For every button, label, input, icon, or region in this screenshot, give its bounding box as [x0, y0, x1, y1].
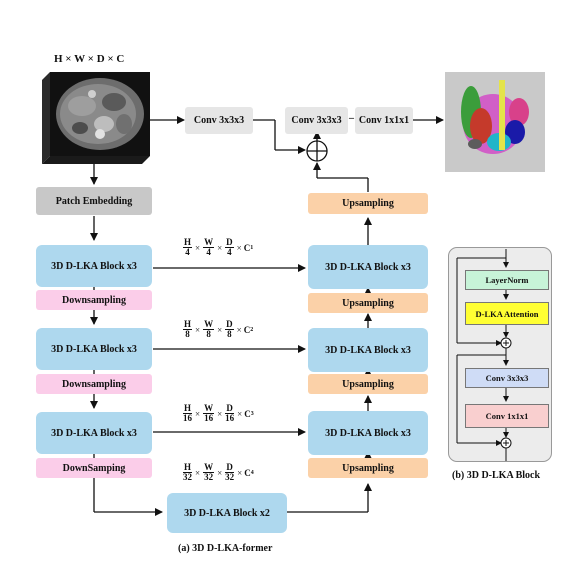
downsampling-2: Downsampling	[36, 374, 152, 394]
conv-1x1x1-top: Conv 1x1x1	[355, 107, 413, 134]
layernorm-box: LayerNorm	[465, 270, 549, 290]
encoder-block-1: 3D D-LKA Block x3	[36, 245, 152, 287]
downsampling-1: Downsampling	[36, 290, 152, 310]
dlka-attention-box: D-LKA Attention	[465, 302, 549, 325]
sum-node	[306, 140, 328, 162]
ct-scan-image	[42, 72, 150, 164]
panel-wires	[456, 249, 512, 461]
panel-conv-3x3x3: Conv 3x3x3	[465, 368, 549, 388]
panel-conv-1x1x1: Conv 1x1x1	[465, 404, 549, 428]
encoder-block-2: 3D D-LKA Block x3	[36, 328, 152, 370]
panel-sum-node-2	[500, 437, 512, 449]
decoder-block-3: 3D D-LKA Block x3	[308, 411, 428, 455]
upsampling-2: Upsampling	[308, 374, 428, 394]
downsampling-3: DownSamping	[36, 458, 152, 478]
caption-a: (a) 3D D-LKA-former	[178, 543, 273, 554]
conv-dash: –	[349, 113, 354, 124]
dlka-block-panel: LayerNorm D-LKA Attention Conv 3x3x3 Con…	[448, 247, 552, 462]
bottleneck-block: 3D D-LKA Block x2	[167, 493, 287, 533]
panel-sum-node-1	[500, 337, 512, 349]
decoder-block-1: 3D D-LKA Block x3	[308, 245, 428, 289]
segmentation-render-image	[445, 72, 545, 172]
upsampling-1: Upsampling	[308, 293, 428, 313]
decoder-block-2: 3D D-LKA Block x3	[308, 328, 428, 372]
conv-3x3x3-top-left: Conv 3x3x3	[185, 107, 253, 134]
patch-embedding: Patch Embedding	[36, 187, 152, 215]
upsampling-top: Upsampling	[308, 193, 428, 214]
conv-3x3x3-top-right: Conv 3x3x3	[285, 107, 348, 134]
upsampling-3: Upsampling	[308, 458, 428, 478]
caption-b: (b) 3D D-LKA Block	[452, 470, 541, 481]
encoder-block-3: 3D D-LKA Block x3	[36, 412, 152, 454]
input-dims-label: H × W × D × C	[54, 53, 125, 65]
